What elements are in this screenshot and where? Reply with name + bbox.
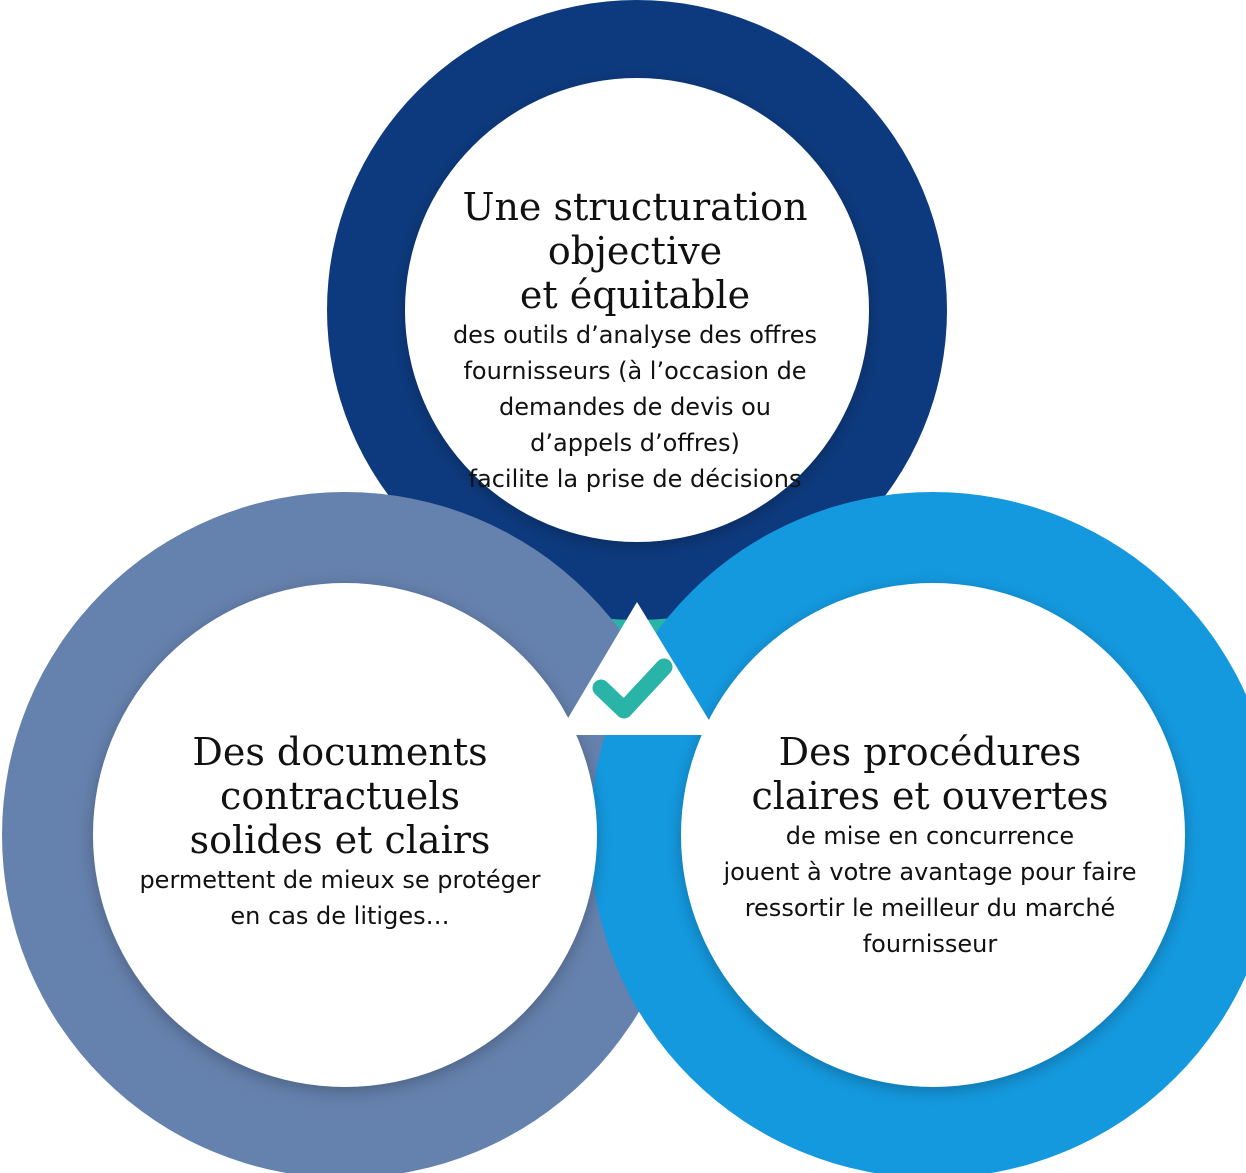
right-desc-line-2: jouent à votre avantage pour faire [723,858,1137,886]
right-desc-line-4: fournisseur [862,930,998,958]
right-desc-line-3: ressortir le meilleur du marché [744,894,1116,922]
left-title-line-2: contractuels [220,774,460,818]
triangle-shape [558,602,718,735]
top-desc-line-3: demandes de devis ou [499,393,771,421]
check-triangle-icon [558,602,718,735]
top-desc-line-1: des outils d’analyse des offres [452,321,818,349]
left-desc-line-1: permettent de mieux se protéger [139,866,541,894]
check-mark [592,658,673,719]
top-desc-line-4: d’appels d’offres) [530,429,740,457]
top-desc-line-5: facilite la prise de décisions [468,465,802,493]
left-desc-line-2: en cas de litiges… [230,902,450,930]
left-title-line-1: Des documents [192,730,488,774]
top-title-line-1: Une structuration [462,185,808,229]
left-inner-disc [93,583,597,1087]
right-inner-disc [681,583,1185,1087]
left-title-line-3: solides et clairs [189,818,491,862]
top-title-line-3: et équitable [519,273,751,317]
top-desc-line-2: fournisseurs (à l’occasion de [463,357,807,385]
right-title-line-1: Des procédures [778,730,1082,774]
top-title-line-2: objective [547,229,723,273]
top-segment-text: Une structuration objective et équitable… [385,185,885,497]
right-desc-line-1: de mise en concurrence [785,822,1075,850]
right-segment-text: Des procédures claires et ouvertes de mi… [680,730,1180,962]
top-inner-disc [405,78,869,542]
left-segment-text: Des documents contractuels solides et cl… [90,730,590,934]
right-title-line-2: claires et ouvertes [751,774,1109,818]
